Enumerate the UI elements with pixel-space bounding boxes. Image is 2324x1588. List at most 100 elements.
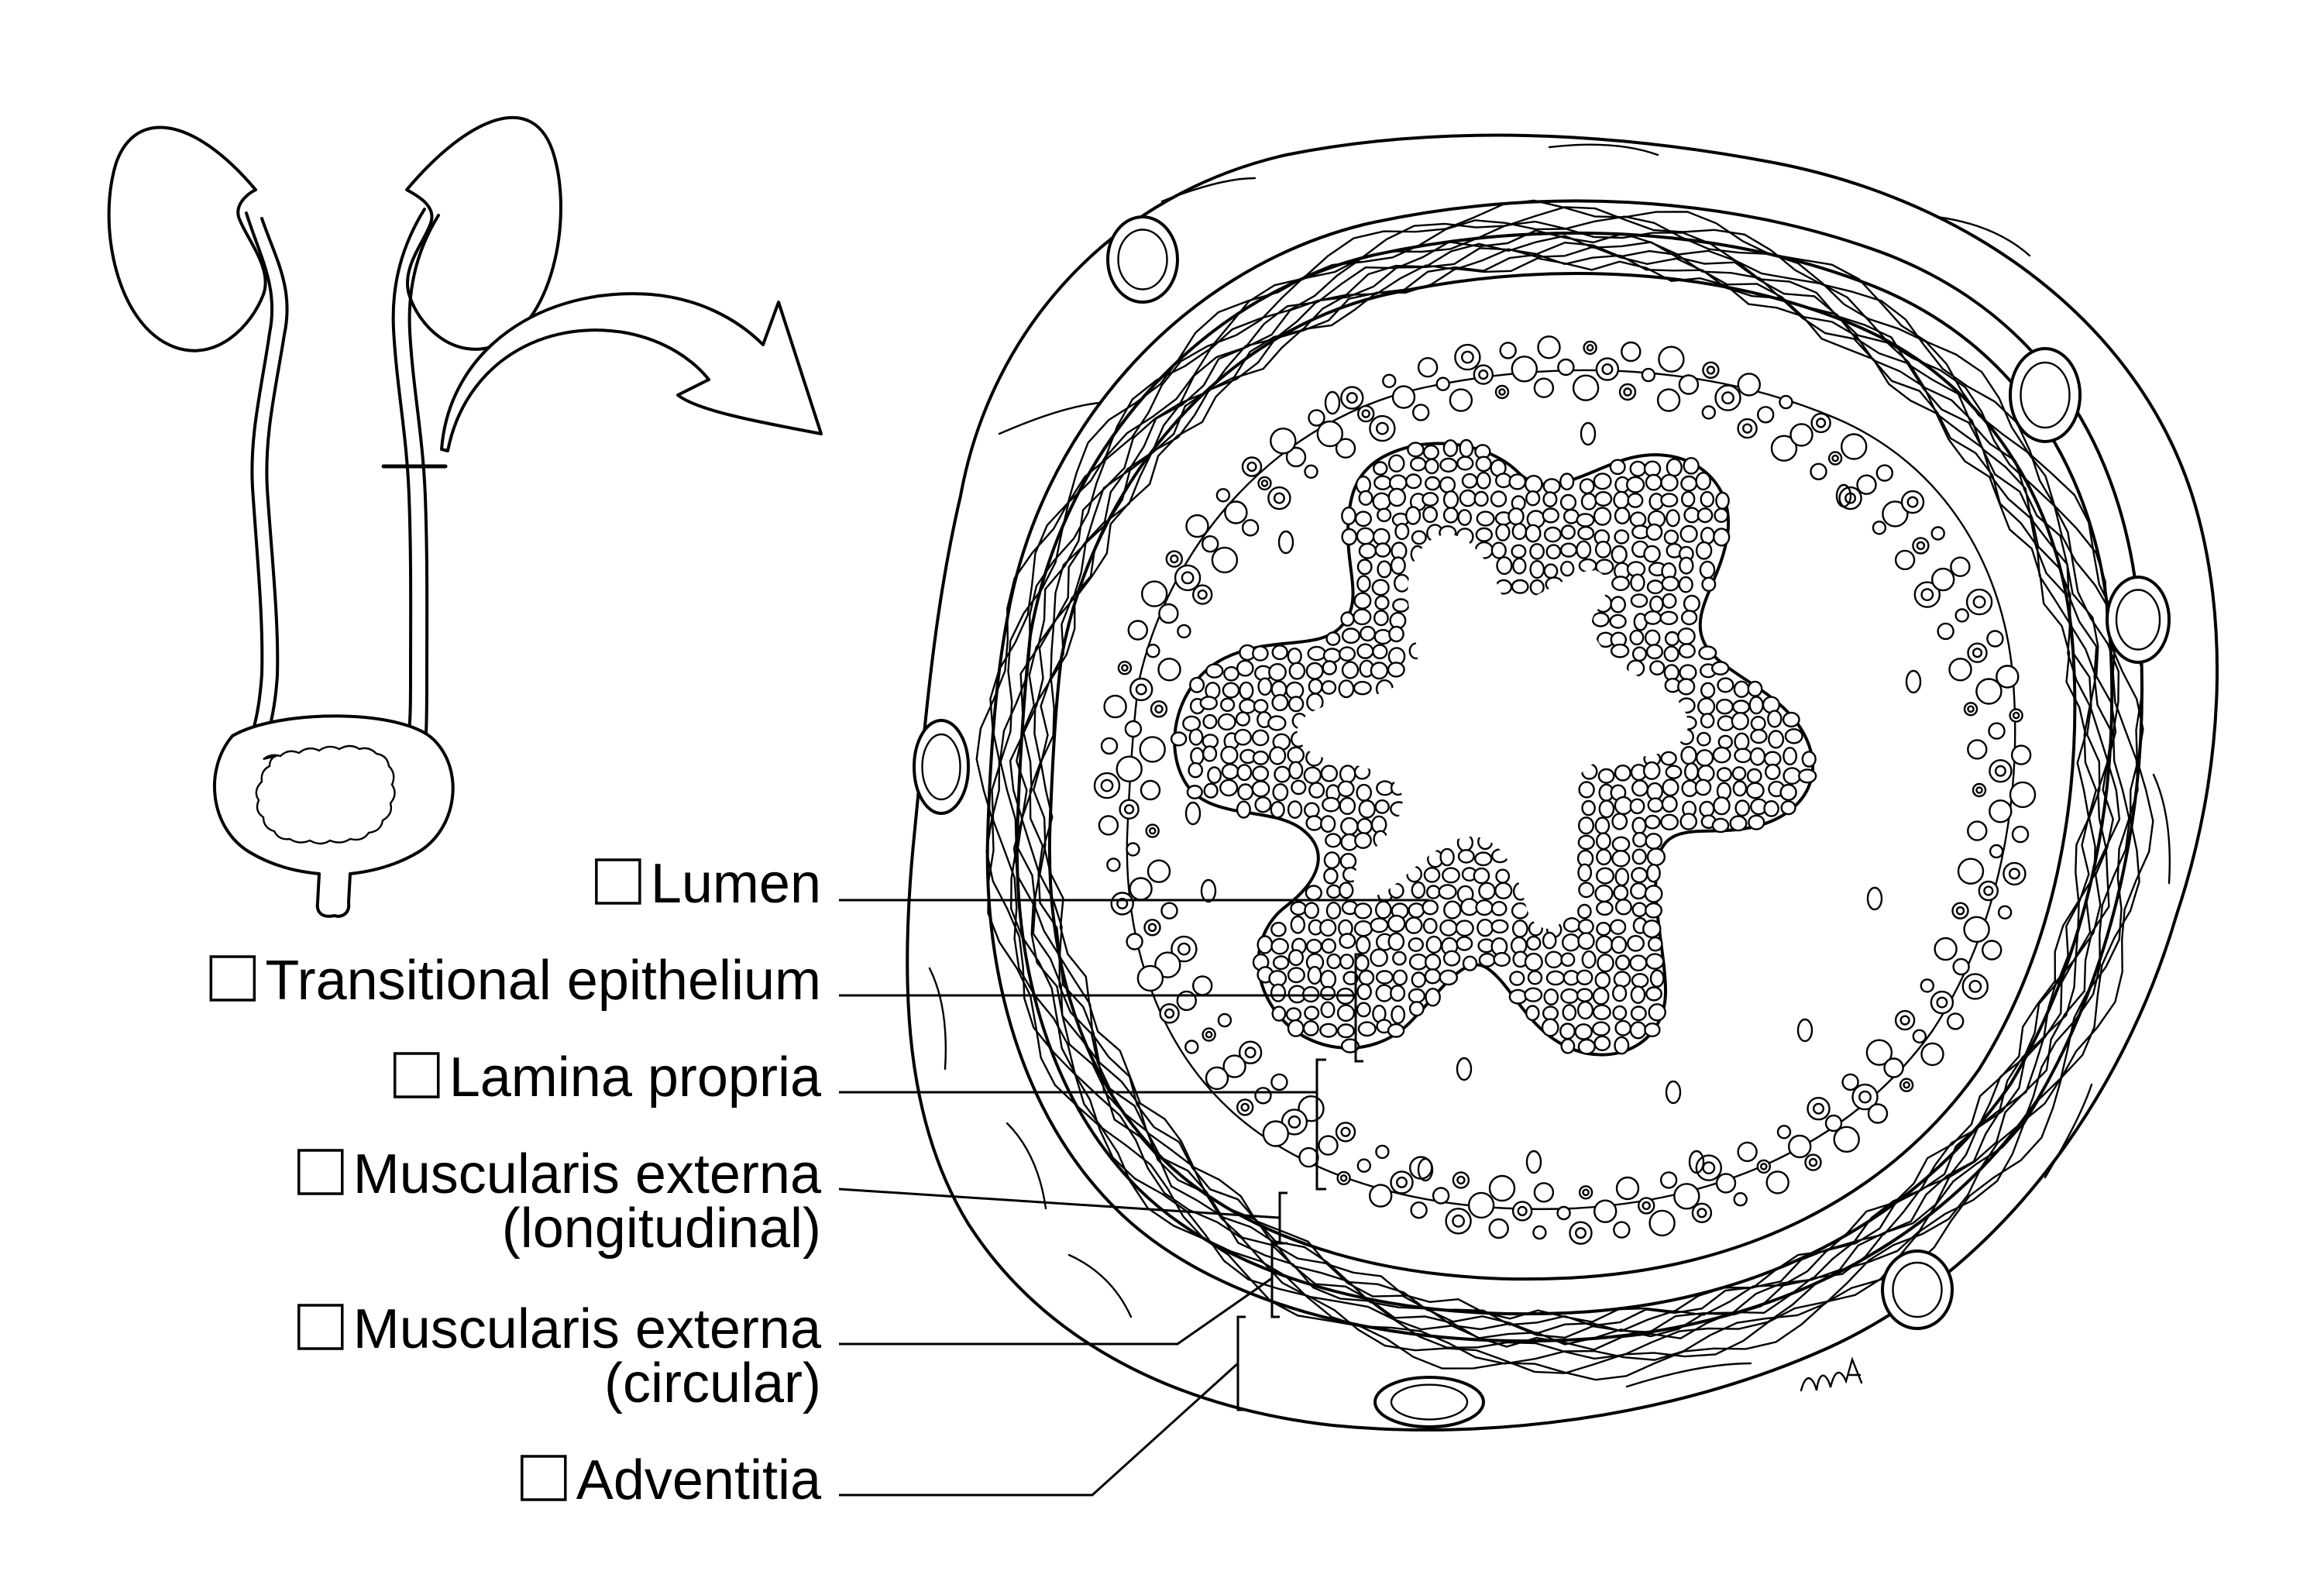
epithelial-cell <box>1508 473 1527 490</box>
epithelial-cell <box>1715 699 1734 715</box>
epithelial-cell <box>1373 610 1389 627</box>
epithelial-cell <box>1779 783 1797 801</box>
epithelial-cell <box>1660 813 1679 831</box>
epithelial-cell <box>1716 767 1732 782</box>
epithelial-cell <box>1609 919 1627 935</box>
lamina-cell <box>1160 902 1178 919</box>
epithelial-cell <box>1642 761 1661 780</box>
epithelial-cell <box>1257 935 1274 954</box>
lamina-cell <box>1648 1209 1676 1237</box>
epithelial-cell <box>1359 625 1376 642</box>
epithelial-cell <box>1610 596 1626 614</box>
epithelial-cell <box>1700 490 1715 508</box>
lamina-cell-nucleus <box>1181 571 1195 585</box>
epithelial-cell <box>1356 643 1374 659</box>
epithelial-cell <box>1659 610 1679 625</box>
lamina-cell <box>1184 1040 1199 1054</box>
epithelial-cell <box>1511 579 1529 594</box>
checkbox-icon[interactable] <box>595 858 641 905</box>
epithelial-cell <box>1354 510 1372 528</box>
epithelial-cell <box>1613 885 1629 901</box>
checkbox-icon[interactable] <box>297 1304 344 1350</box>
blood-vessel-lumen <box>921 733 961 801</box>
epithelial-cell <box>1511 544 1527 559</box>
epithelial-cell <box>1371 579 1390 596</box>
lamina-cell <box>1701 405 1717 420</box>
lamina-cell <box>1765 1170 1789 1194</box>
epithelial-cell <box>1631 816 1647 835</box>
epithelial-cell <box>1783 767 1802 785</box>
epithelial-cell <box>1595 935 1614 954</box>
epithelial-cell <box>1746 768 1762 784</box>
epithelial-cell <box>1629 1021 1647 1040</box>
epithelial-cell <box>1614 899 1632 916</box>
epithelial-cell <box>1290 901 1307 916</box>
epithelial-cell <box>1648 1003 1666 1022</box>
checkbox-icon[interactable] <box>297 1149 344 1195</box>
epithelial-cell <box>1801 751 1817 768</box>
epithelial-cell <box>1678 576 1693 593</box>
lamina-cell-nucleus <box>1812 1102 1824 1115</box>
lamina-cell <box>1930 990 1954 1015</box>
epithelial-cell <box>1542 931 1557 950</box>
epithelial-cell <box>1442 439 1459 458</box>
epithelial-cell <box>1559 493 1577 511</box>
epithelial-cell <box>1645 833 1662 850</box>
epithelial-cell <box>1581 799 1596 816</box>
epithelial-cell <box>1577 526 1595 541</box>
lamina-cell-nucleus <box>1903 1081 1910 1089</box>
epithelial-cell <box>1577 834 1595 851</box>
epithelial-cell <box>1424 953 1442 971</box>
epithelial-cell <box>1580 493 1597 510</box>
label-text-muscularis-externa-longitudinal-line2: (longitudinal) <box>502 1198 821 1260</box>
checkbox-icon[interactable] <box>521 1455 567 1501</box>
epithelial-cell <box>1325 901 1342 919</box>
epithelial-cell <box>1542 478 1561 494</box>
epithelial-cell <box>1411 881 1426 899</box>
epithelial-cell <box>1542 491 1558 507</box>
lamina-cell <box>1140 580 1168 607</box>
lamina-cell <box>1382 373 1397 388</box>
epithelial-cell <box>1219 697 1236 712</box>
lamina-cell <box>1126 933 1143 950</box>
label-transitional-epithelium: Transitional epithelium <box>209 950 1356 1012</box>
epithelial-cell <box>1387 914 1406 933</box>
epithelial-cell <box>1252 645 1269 662</box>
epithelial-cell <box>1680 610 1698 626</box>
lamina-cell <box>1241 519 1260 537</box>
lamina-cell-nucleus <box>1478 370 1489 380</box>
checkbox-icon[interactable] <box>393 1052 440 1098</box>
lamina-cell <box>1222 1054 1246 1078</box>
lamina-cell <box>1952 957 1970 976</box>
epithelial-cell <box>1252 751 1270 765</box>
epithelial-cell <box>1679 556 1694 575</box>
epithelial-cell <box>1663 529 1679 545</box>
epithelial-cell <box>1199 696 1219 710</box>
checkbox-icon[interactable] <box>209 955 256 1002</box>
epithelial-cell <box>1581 950 1597 969</box>
lamina-oval <box>1580 421 1597 446</box>
lamina-cell <box>1702 361 1720 379</box>
lamina-cell <box>1369 414 1396 442</box>
epithelial-cell <box>1559 1023 1576 1040</box>
lamina-cell <box>1920 1042 1944 1067</box>
epithelial-cell <box>1717 734 1734 750</box>
epithelial-cell <box>1304 902 1320 919</box>
epithelial-cell <box>1611 576 1630 591</box>
epithelial-cell <box>1748 814 1765 830</box>
epithelial-cell <box>1630 573 1645 592</box>
epithelial-cell <box>1764 763 1781 780</box>
epithelial-cell <box>1356 575 1371 593</box>
lamina-cell <box>1787 1134 1812 1159</box>
lamina-cell <box>1756 406 1775 424</box>
epithelial-cell <box>1354 954 1370 972</box>
lamina-cell <box>1340 386 1364 410</box>
lamina-cell <box>1136 964 1164 992</box>
epithelial-cell <box>1595 559 1614 576</box>
right-ureter-inner <box>407 214 440 734</box>
lamina-cell <box>1390 1170 1414 1194</box>
epithelial-cell <box>1697 697 1716 716</box>
lamina-cell <box>1224 500 1248 524</box>
lamina-cell <box>1930 526 1945 541</box>
lamina-cell <box>1963 702 1978 717</box>
